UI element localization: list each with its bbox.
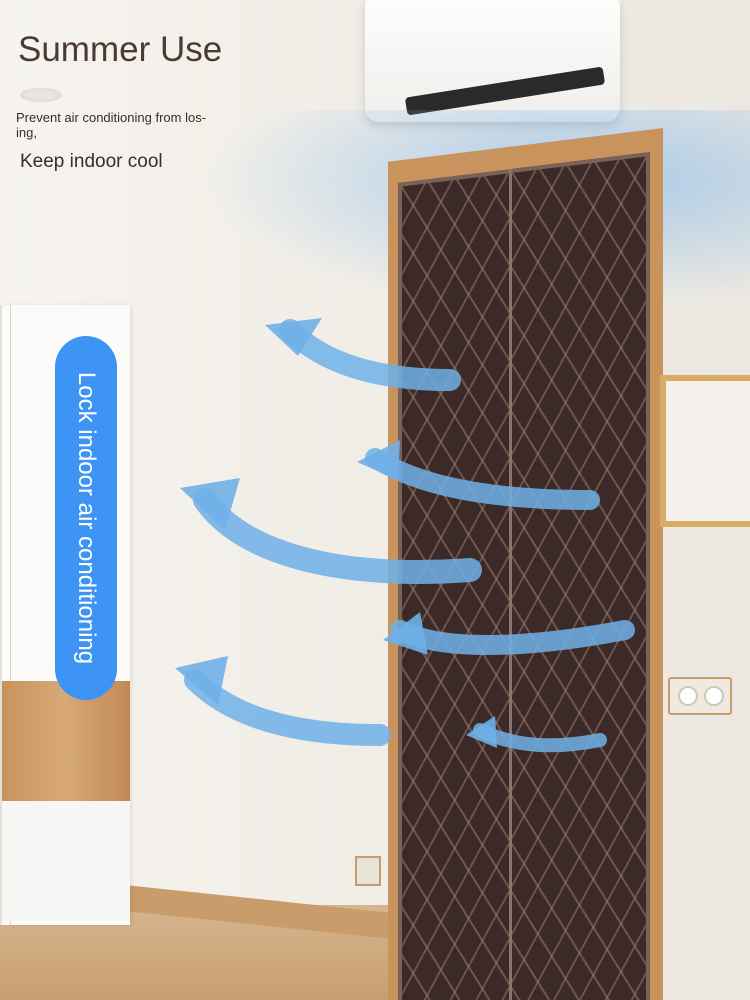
airflow-arrowhead — [466, 716, 497, 748]
airflow-arrow — [279, 319, 461, 391]
wall-socket — [668, 677, 732, 715]
airflow-arrowhead — [357, 440, 400, 480]
description-text: Prevent air conditioning from los- ing, — [16, 110, 207, 140]
airflow-arrow — [473, 723, 607, 753]
floor-socket — [355, 856, 381, 886]
ceiling-light — [20, 88, 62, 102]
airflow-arrowhead — [383, 612, 428, 655]
wardrobe-seam — [10, 305, 11, 925]
wardrobe-wood-panel — [2, 681, 130, 801]
page-title: Summer Use — [18, 30, 223, 69]
wardrobe-bottom-panel — [2, 801, 130, 921]
air-conditioner-unit — [365, 0, 620, 122]
airflow-arrowhead — [175, 656, 228, 705]
airflow-arrowhead — [180, 478, 240, 530]
feature-badge-label: Lock indoor air conditioning — [73, 371, 100, 665]
airflow-arrow — [184, 669, 391, 746]
airflow-arrow — [365, 448, 600, 510]
airflow-arrow — [390, 620, 635, 655]
airflow-arrowhead — [265, 318, 322, 356]
tagline-text: Keep indoor cool — [20, 151, 163, 172]
airflow-arrow — [193, 488, 482, 584]
feature-badge: Lock indoor air conditioning — [55, 336, 117, 700]
wall-shelf — [660, 375, 750, 527]
